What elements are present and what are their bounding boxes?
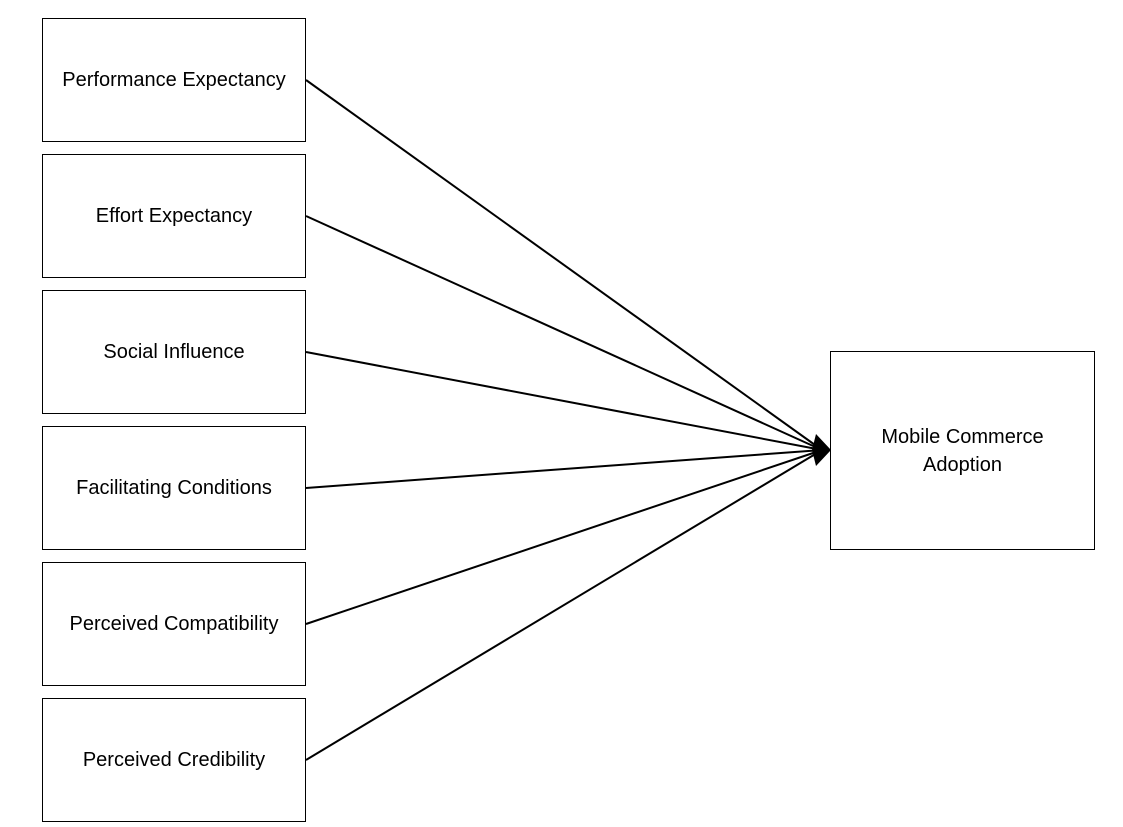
arrowhead-icon <box>812 434 831 466</box>
predictor-label: Perceived Compatibility <box>69 613 279 635</box>
predictor-label: Performance Expectancy <box>62 69 286 91</box>
predictor-box-performance-expectancy: Performance Expectancy <box>42 18 306 142</box>
predictor-box-social-influence: Social Influence <box>42 290 306 414</box>
predictor-box-effort-expectancy: Effort Expectancy <box>42 154 306 278</box>
outcome-box-mobile-commerce-adoption: Mobile Commerce Adoption <box>830 351 1095 550</box>
outcome-label: Mobile Commerce Adoption <box>881 425 1044 476</box>
predictor-label: Social Influence <box>103 341 245 363</box>
arrow-perceived-credibility <box>305 449 823 761</box>
arrow-performance-expectancy <box>305 79 823 451</box>
arrow-effort-expectancy <box>305 215 823 451</box>
predictor-box-perceived-compatibility: Perceived Compatibility <box>42 562 306 686</box>
arrow-facilitating-conditions <box>305 449 823 489</box>
predictor-label: Facilitating Conditions <box>76 477 272 499</box>
arrow-social-influence <box>305 351 823 451</box>
predictor-box-perceived-credibility: Perceived Credibility <box>42 698 306 822</box>
predictor-label: Perceived Credibility <box>82 749 266 771</box>
predictor-label: Effort Expectancy <box>95 205 253 227</box>
arrow-perceived-compatibility <box>305 449 823 625</box>
predictor-box-facilitating-conditions: Facilitating Conditions <box>42 426 306 550</box>
